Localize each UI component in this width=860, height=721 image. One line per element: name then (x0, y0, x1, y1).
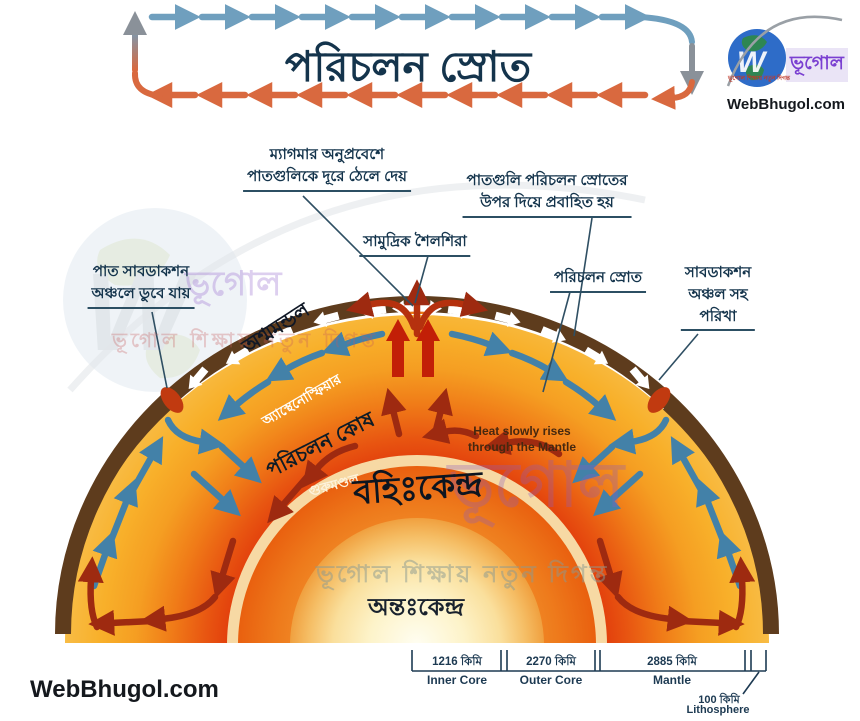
callout-magma-push: ম্যাগমার অনুপ্রবেশে পাতগুলিকে দূরে ঠেলে … (243, 144, 411, 192)
scale-mantle-length: 2885 কিমি (647, 656, 697, 668)
watermark-w-mark: W (85, 251, 197, 374)
layer-label-outer-core: বহিঃকেন্দ্র (351, 465, 484, 512)
left-trench (160, 387, 184, 413)
right-trench (647, 387, 671, 413)
watermark-globe-icon: W (63, 181, 646, 393)
scale-outer-core-name: Outer Core (519, 673, 583, 687)
logo-tagline: ভূগোল শিক্ষায় নতুন দিগন্ত (728, 76, 791, 82)
callout-oceanic-ridge: সামুদ্রিক শৈলশিরা (359, 231, 471, 257)
logo-site-url: WebBhugol.com (726, 96, 846, 113)
inner-core-layer (290, 518, 544, 643)
callout-plate-sinks: পাত সাবডাকশন অঞ্চলে ডুবে যায় (87, 261, 195, 309)
title-border-arrows (123, 4, 704, 110)
scale-outer-core-length: 2270 কিমি (526, 656, 576, 668)
logo-swoosh (726, 15, 843, 87)
callout-plates-flow: পাতগুলি পরিচলন স্রোতের উপর দিয়ে প্রবাহি… (462, 170, 632, 218)
scale-inner-core-name: Inner Core (426, 673, 488, 687)
scale-lithosphere-length: 100 কিমি (698, 694, 740, 706)
page-title: পরিচলন স্রোত (284, 43, 532, 90)
heat-note: Heat slowly rises through the Mantle (468, 424, 576, 454)
callout-convection-current: পরিচলন স্রোত (550, 267, 646, 293)
convection-flow-red-arrows (77, 279, 756, 636)
callout-subduction-trench: সাবডাকশন অঞ্চল সহ পরিখা (680, 262, 756, 332)
callout-pointer-lines (151, 195, 699, 393)
logo-brand-text: ভূগোল (786, 48, 848, 82)
logo-globe-icon: W (726, 15, 843, 87)
scale-mantle-name: Mantle (652, 673, 692, 687)
footer-site-url: WebBhugol.com (30, 676, 219, 703)
scale-inner-core-length: 1216 কিমি (432, 656, 482, 668)
scale-brackets (411, 650, 767, 695)
convection-flow-blue-arrows (90, 330, 744, 590)
scale-lithosphere-name: Lithosphere (686, 704, 750, 716)
layer-label-inner-core: অন্তঃকেন্দ্র (368, 594, 464, 621)
logo-w-mark: W (737, 46, 768, 79)
rising-heat-arrows (386, 319, 440, 377)
